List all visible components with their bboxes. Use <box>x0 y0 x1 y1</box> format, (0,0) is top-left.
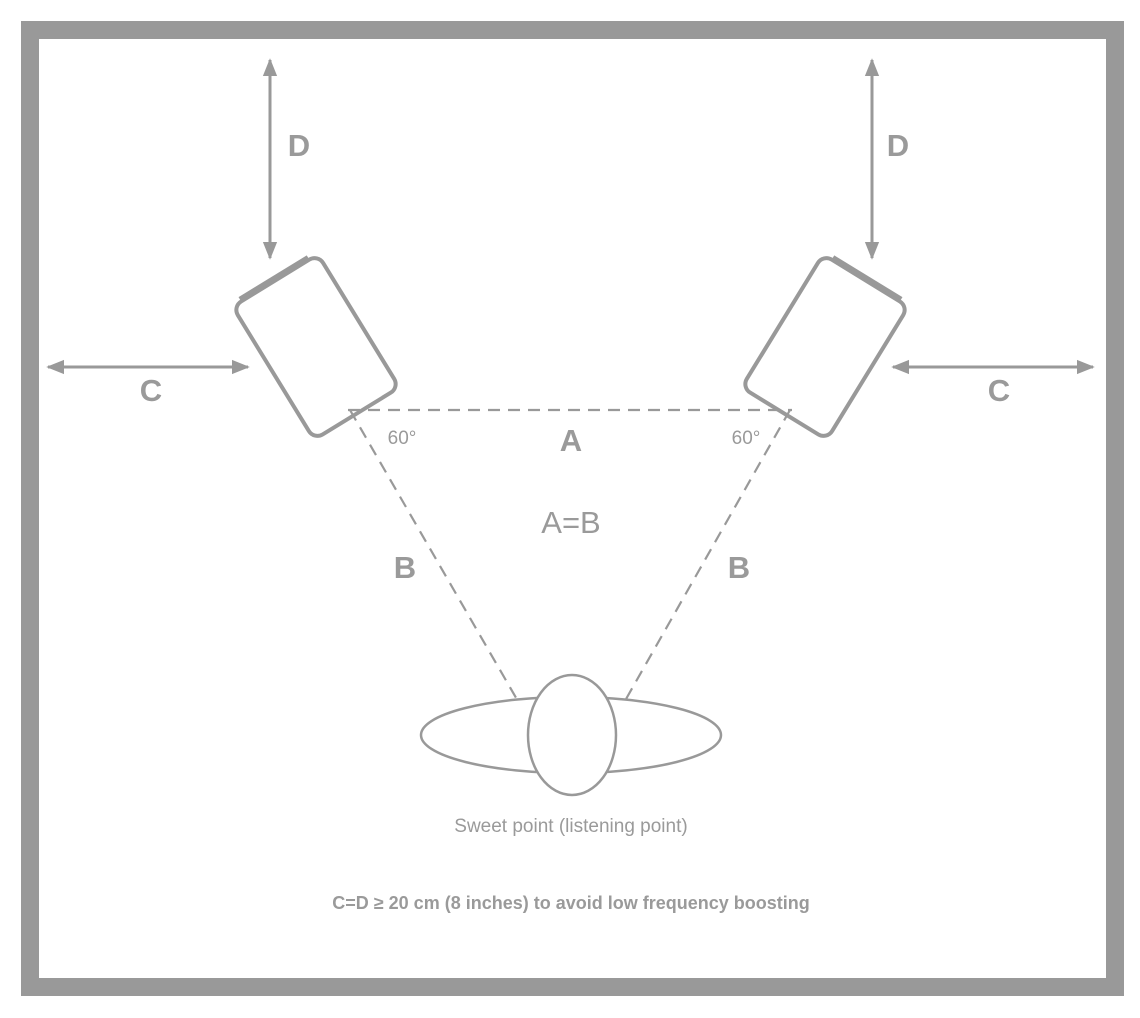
listener-head <box>526 673 618 797</box>
distance-b-left-line <box>349 409 531 723</box>
angle-label-right: 60° <box>732 428 761 449</box>
label-b-left: B <box>394 550 416 585</box>
distance-footnote: C=D ≥ 20 cm (8 inches) to avoid low freq… <box>332 893 809 913</box>
room-frame <box>21 21 1124 996</box>
listener-icon <box>419 673 723 797</box>
label-d-left: D <box>288 128 310 163</box>
left-speaker <box>234 255 398 438</box>
label-d-right: D <box>887 128 909 163</box>
right-speaker <box>743 255 907 438</box>
label-a: A <box>560 423 582 458</box>
listening-triangle <box>348 408 792 723</box>
equality-label: A=B <box>541 505 600 540</box>
label-c-right: C <box>988 373 1010 408</box>
label-c-left: C <box>140 373 162 408</box>
sweet-point-caption: Sweet point (listening point) <box>454 816 687 837</box>
distance-b-right-line <box>612 409 791 723</box>
angle-label-left: 60° <box>388 428 417 449</box>
label-b-right: B <box>728 550 750 585</box>
